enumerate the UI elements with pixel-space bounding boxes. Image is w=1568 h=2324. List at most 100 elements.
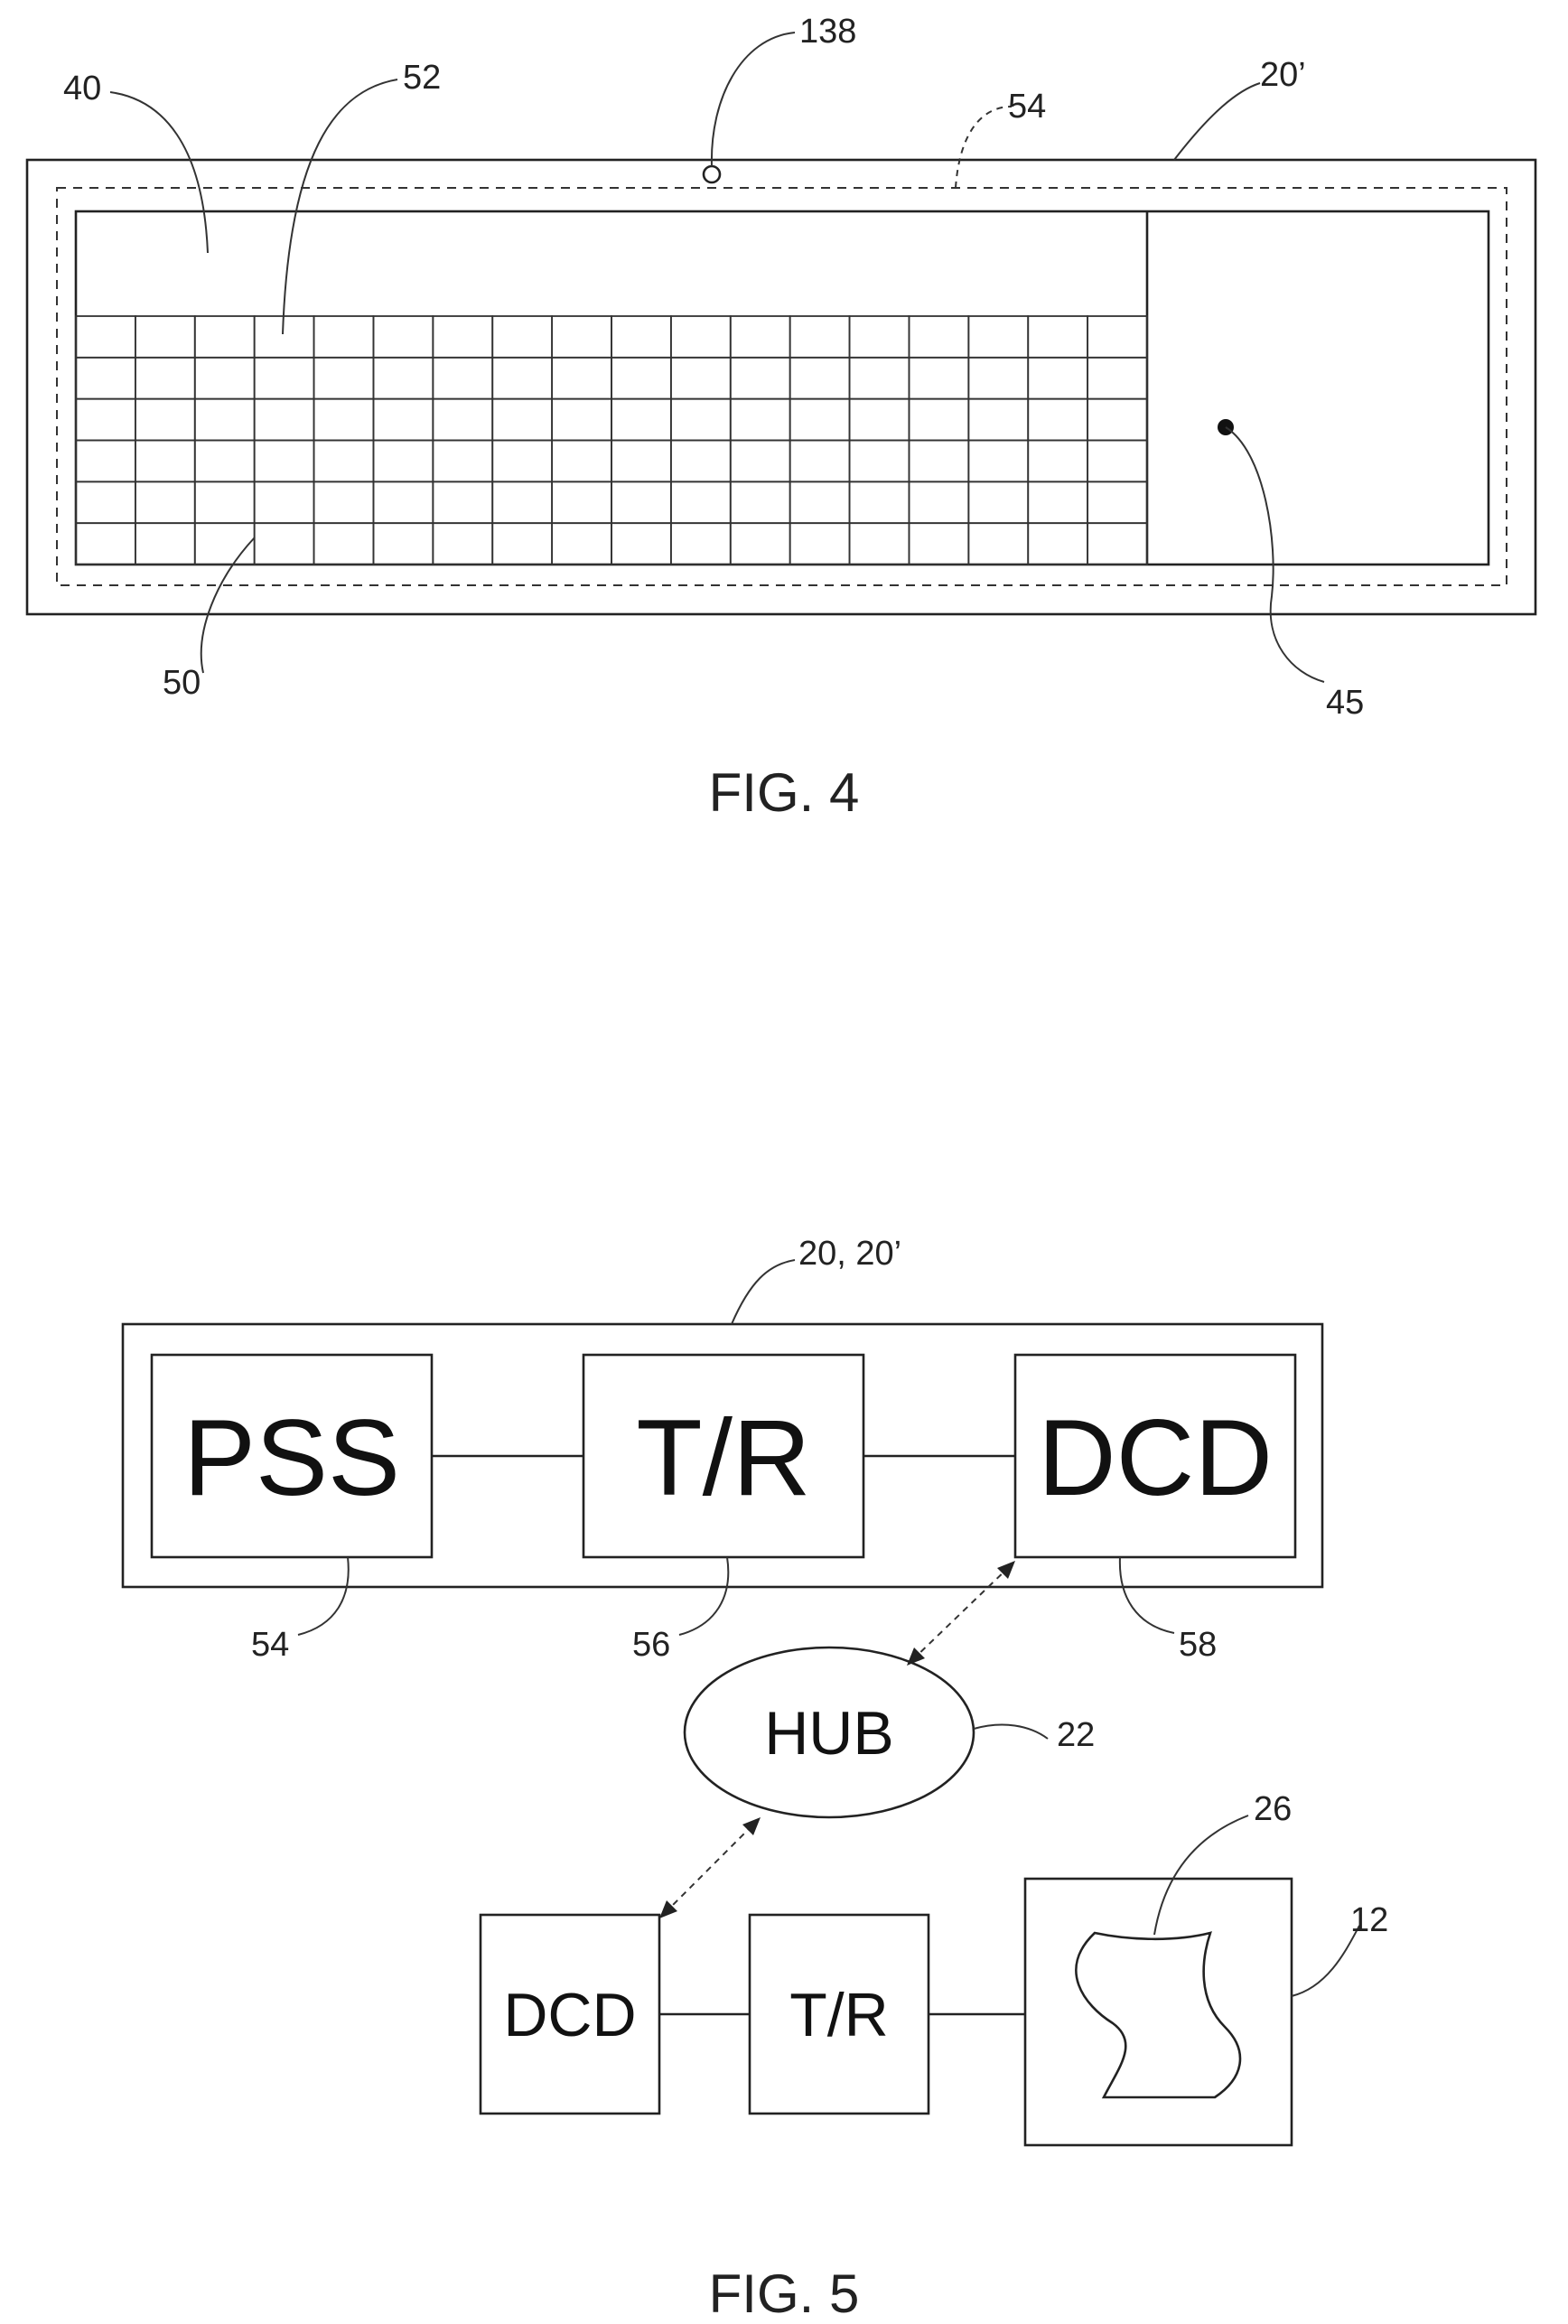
grid-cell [195, 523, 255, 565]
fig4-caption: FIG. 4 [709, 762, 860, 823]
grid-cell [195, 441, 255, 482]
fig4-outer-frame [27, 160, 1535, 614]
fig5-drawing: 20, 20’ PSS T/R DCD 54 56 58 HUB 22 [123, 1235, 1388, 2324]
grid-cell [373, 441, 433, 482]
dcd-bottom-label: DCD [503, 1981, 636, 2049]
fig4-drawing: 138 54 20’ 40 52 50 45 FIG. 4 [27, 13, 1535, 823]
grid-cell [611, 358, 671, 399]
grid-cell [968, 481, 1028, 523]
grid-cell [909, 316, 968, 358]
leader-22 [974, 1725, 1048, 1739]
grid-cell [195, 481, 255, 523]
ref-20-prime: 20’ [1260, 56, 1306, 94]
grid-cell [731, 481, 790, 523]
grid-cell [433, 523, 492, 565]
grid-cell [1028, 399, 1087, 441]
grid-cell [968, 316, 1028, 358]
grid-cell [611, 523, 671, 565]
grid-cell [255, 399, 314, 441]
grid-cell [195, 358, 255, 399]
grid-cell [850, 358, 910, 399]
grid-cell [135, 481, 195, 523]
grid-cell [76, 399, 135, 441]
grid-cell [1028, 441, 1087, 482]
grid-cell [314, 316, 374, 358]
grid-cell [195, 316, 255, 358]
grid-cell [850, 481, 910, 523]
leader-58 [1120, 1557, 1174, 1633]
grid-cell [1087, 441, 1147, 482]
grid-cell [135, 316, 195, 358]
grid-cell [255, 358, 314, 399]
grid-cell [671, 316, 731, 358]
grid-cell [314, 441, 374, 482]
grid-cell [373, 481, 433, 523]
grid-cell [373, 523, 433, 565]
grid-cell [611, 399, 671, 441]
grid-cell [552, 316, 611, 358]
grid-cell [433, 399, 492, 441]
leader-45 [1226, 427, 1324, 682]
grid-cell [255, 523, 314, 565]
grid-cell [552, 481, 611, 523]
grid-cell [373, 358, 433, 399]
grid-cell [195, 399, 255, 441]
ref-52: 52 [403, 59, 441, 97]
grid-cell [1028, 523, 1087, 565]
grid-cell [135, 358, 195, 399]
grid-cell [314, 523, 374, 565]
hub-dcd-top-arrow [907, 1561, 1015, 1666]
grid-cell [850, 523, 910, 565]
leader-54-dashed [956, 107, 1012, 188]
leader-12 [1292, 1926, 1359, 1996]
grid-cell [731, 358, 790, 399]
grid-cell [433, 481, 492, 523]
grid-cell [76, 358, 135, 399]
grid-cell [909, 441, 968, 482]
grid-cell [731, 523, 790, 565]
grid-cell [492, 316, 552, 358]
grid-cell [255, 481, 314, 523]
display-26-shape [1076, 1933, 1240, 2097]
grid-cell [255, 441, 314, 482]
ref-50: 50 [163, 664, 201, 702]
fig4-cell-grid [76, 316, 1147, 565]
grid-cell [790, 523, 850, 565]
ref-138: 138 [799, 13, 856, 51]
grid-cell [552, 441, 611, 482]
grid-cell [850, 316, 910, 358]
grid-cell [314, 481, 374, 523]
grid-cell [790, 481, 850, 523]
grid-cell [671, 441, 731, 482]
grid-cell [671, 399, 731, 441]
leader-26 [1154, 1815, 1248, 1935]
ref-54-fig4: 54 [1008, 88, 1046, 126]
grid-cell [909, 399, 968, 441]
dcd-top-label: DCD [1038, 1397, 1273, 1518]
grid-cell [135, 441, 195, 482]
grid-cell [731, 399, 790, 441]
grid-cell [850, 441, 910, 482]
grid-cell [76, 441, 135, 482]
grid-cell [731, 441, 790, 482]
leader-40 [110, 92, 208, 253]
grid-cell [552, 523, 611, 565]
leader-56 [679, 1557, 728, 1635]
grid-cell [552, 399, 611, 441]
ref-12: 12 [1350, 1901, 1388, 1939]
grid-cell [492, 523, 552, 565]
grid-cell [76, 316, 135, 358]
grid-cell [135, 523, 195, 565]
grid-cell [968, 441, 1028, 482]
grid-cell [373, 399, 433, 441]
grid-cell [433, 358, 492, 399]
ref-58: 58 [1179, 1626, 1217, 1664]
fig4-dashed-boundary [57, 188, 1507, 585]
ref-26: 26 [1254, 1790, 1292, 1828]
tr-bottom-label: T/R [789, 1981, 889, 2049]
grid-cell [1028, 358, 1087, 399]
ref-40: 40 [63, 70, 101, 107]
grid-cell [1087, 358, 1147, 399]
grid-cell [611, 316, 671, 358]
